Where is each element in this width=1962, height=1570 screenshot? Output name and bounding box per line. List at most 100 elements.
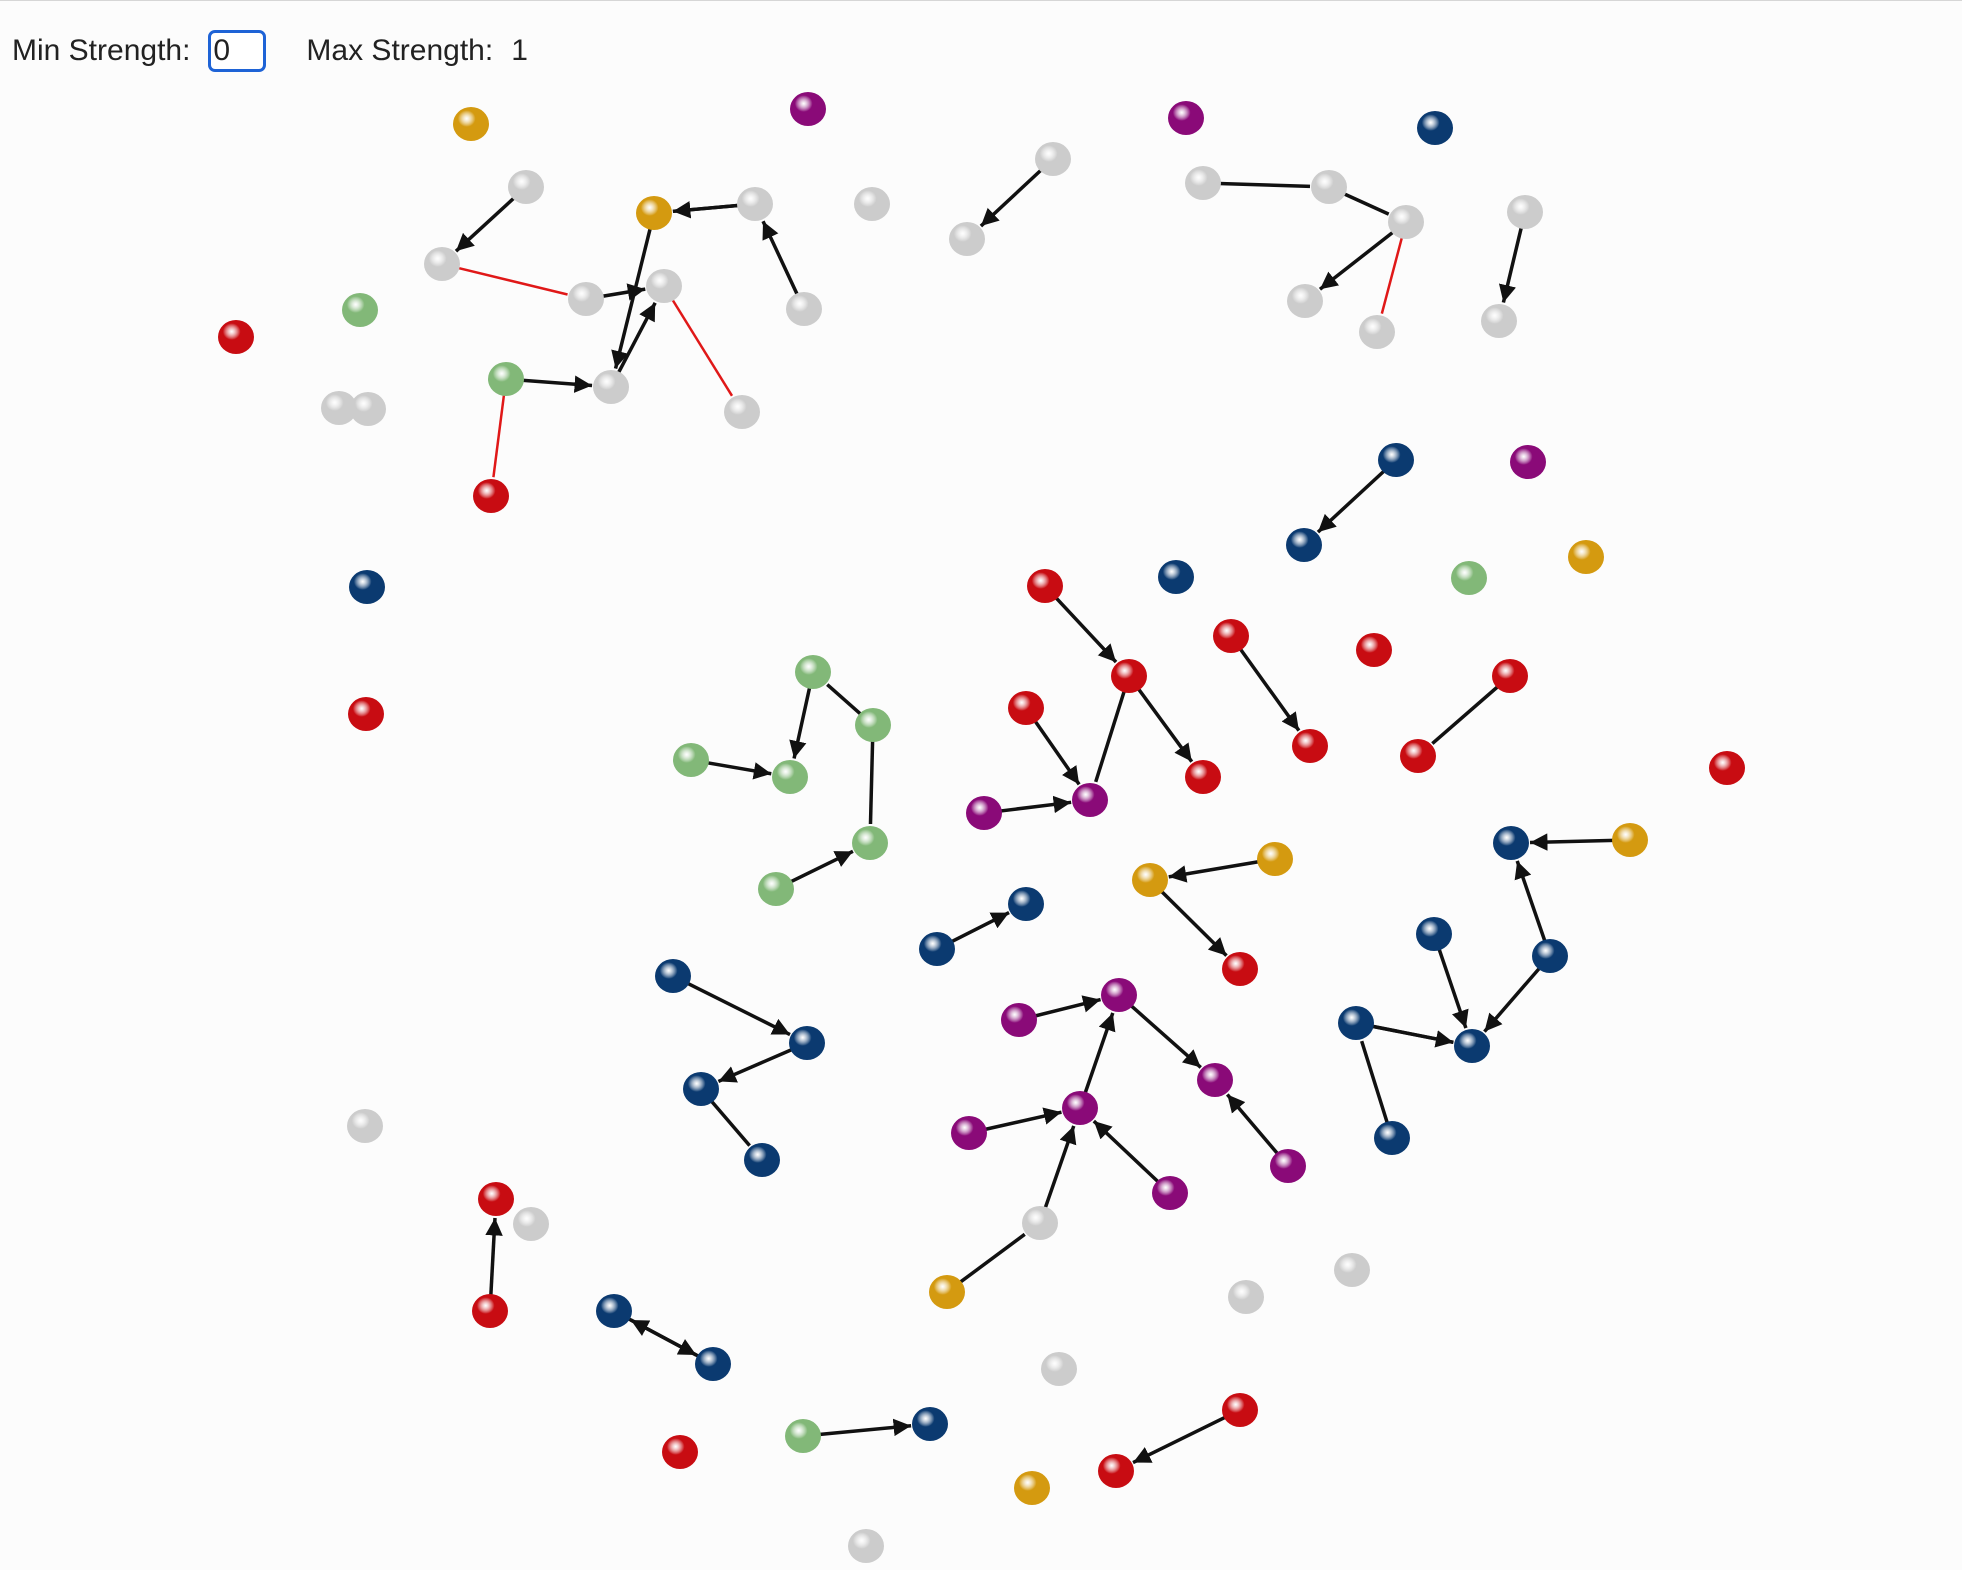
graph-node-purple[interactable]: [1197, 1063, 1233, 1097]
graph-node-red[interactable]: [1400, 739, 1436, 773]
graph-node-orange[interactable]: [1257, 842, 1293, 876]
graph-node-green[interactable]: [673, 743, 709, 777]
graph-node-navy[interactable]: [912, 1407, 948, 1441]
graph-node-navy[interactable]: [1416, 917, 1452, 951]
graph-node-navy[interactable]: [655, 959, 691, 993]
graph-node-green[interactable]: [342, 293, 378, 327]
graph-node-gray[interactable]: [1022, 1206, 1058, 1240]
graph-node-orange[interactable]: [636, 196, 672, 230]
min-strength-input[interactable]: [208, 30, 267, 72]
graph-node-green[interactable]: [488, 362, 524, 396]
graph-node-gray[interactable]: [508, 170, 544, 204]
graph-node-navy[interactable]: [695, 1347, 731, 1381]
graph-node-green[interactable]: [758, 872, 794, 906]
graph-node-gray[interactable]: [737, 187, 773, 221]
graph-node-gray[interactable]: [593, 370, 629, 404]
graph-node-red[interactable]: [1027, 569, 1063, 603]
graph-node-gray[interactable]: [1035, 142, 1071, 176]
graph-node-gray[interactable]: [1228, 1280, 1264, 1314]
graph-node-green[interactable]: [852, 826, 888, 860]
graph-node-navy[interactable]: [1493, 826, 1529, 860]
graph-node-orange[interactable]: [929, 1275, 965, 1309]
graph-node-red[interactable]: [348, 697, 384, 731]
graph-node-green[interactable]: [1451, 561, 1487, 595]
graph-node-red[interactable]: [1222, 952, 1258, 986]
graph-node-purple[interactable]: [966, 796, 1002, 830]
graph-node-gray[interactable]: [1185, 166, 1221, 200]
graph-node-gray[interactable]: [1334, 1253, 1370, 1287]
graph-node-navy[interactable]: [1454, 1029, 1490, 1063]
graph-node-red[interactable]: [662, 1435, 698, 1469]
graph-node-green[interactable]: [772, 760, 808, 794]
graph-node-gray[interactable]: [568, 282, 604, 316]
graph-node-navy[interactable]: [789, 1026, 825, 1060]
graph-node-purple[interactable]: [1270, 1149, 1306, 1183]
graph-node-gray[interactable]: [513, 1207, 549, 1241]
graph-node-purple[interactable]: [1510, 445, 1546, 479]
graph-node-gray[interactable]: [350, 392, 386, 426]
graph-node-green[interactable]: [855, 708, 891, 742]
graph-node-navy[interactable]: [1286, 528, 1322, 562]
graph-node-red[interactable]: [473, 479, 509, 513]
graph-node-navy[interactable]: [349, 570, 385, 604]
graph-node-navy[interactable]: [1532, 939, 1568, 973]
graph-node-red[interactable]: [478, 1182, 514, 1216]
graph-node-navy[interactable]: [683, 1072, 719, 1106]
graph-node-purple[interactable]: [1072, 783, 1108, 817]
top-border: [0, 0, 1962, 1]
graph-node-gray[interactable]: [321, 391, 357, 425]
graph-node-red[interactable]: [1213, 619, 1249, 653]
graph-node-gray[interactable]: [854, 187, 890, 221]
graph-node-navy[interactable]: [1417, 111, 1453, 145]
graph-node-orange[interactable]: [1612, 823, 1648, 857]
graph-node-red[interactable]: [1008, 691, 1044, 725]
graph-node-green[interactable]: [785, 1419, 821, 1453]
graph-node-purple[interactable]: [1062, 1091, 1098, 1125]
graph-node-purple[interactable]: [951, 1116, 987, 1150]
graph-edge: [1129, 1004, 1202, 1069]
graph-node-orange[interactable]: [1568, 540, 1604, 574]
graph-node-green[interactable]: [795, 655, 831, 689]
graph-node-red[interactable]: [1185, 760, 1221, 794]
graph-node-gray[interactable]: [1287, 284, 1323, 318]
graph-node-navy[interactable]: [1008, 887, 1044, 921]
graph-node-navy[interactable]: [919, 932, 955, 966]
graph-node-gray[interactable]: [424, 247, 460, 281]
graph-node-gray[interactable]: [724, 395, 760, 429]
graph-node-gray[interactable]: [1507, 195, 1543, 229]
graph-node-purple[interactable]: [1101, 978, 1137, 1012]
graph-node-navy[interactable]: [1338, 1006, 1374, 1040]
graph-node-red[interactable]: [1492, 659, 1528, 693]
graph-node-orange[interactable]: [1014, 1471, 1050, 1505]
graph-node-purple[interactable]: [1168, 101, 1204, 135]
graph-node-navy[interactable]: [1374, 1121, 1410, 1155]
graph-node-purple[interactable]: [1001, 1003, 1037, 1037]
graph-node-purple[interactable]: [790, 92, 826, 126]
graph-node-navy[interactable]: [1378, 443, 1414, 477]
graph-node-gray[interactable]: [786, 292, 822, 326]
graph-node-gray[interactable]: [1041, 1352, 1077, 1386]
graph-node-gray[interactable]: [1481, 304, 1517, 338]
graph-node-red[interactable]: [1098, 1454, 1134, 1488]
graph-node-orange[interactable]: [1132, 863, 1168, 897]
graph-node-navy[interactable]: [1158, 560, 1194, 594]
graph-node-red[interactable]: [1356, 633, 1392, 667]
graph-node-gray[interactable]: [949, 222, 985, 256]
graph-node-red[interactable]: [218, 320, 254, 354]
graph-node-red[interactable]: [1292, 729, 1328, 763]
graph-node-red[interactable]: [1222, 1393, 1258, 1427]
graph-node-gray[interactable]: [1311, 170, 1347, 204]
graph-node-gray[interactable]: [848, 1529, 884, 1563]
graph-node-orange[interactable]: [453, 107, 489, 141]
graph-node-gray[interactable]: [347, 1109, 383, 1143]
graph-node-purple[interactable]: [1152, 1176, 1188, 1210]
graph-node-gray[interactable]: [1359, 315, 1395, 349]
graph-node-navy[interactable]: [596, 1294, 632, 1328]
graph-node-red[interactable]: [1111, 659, 1147, 693]
graph-node-gray[interactable]: [646, 269, 682, 303]
graph-node-gray[interactable]: [1388, 205, 1424, 239]
graph-node-red[interactable]: [472, 1294, 508, 1328]
graph-node-navy[interactable]: [744, 1143, 780, 1177]
graph-node-red[interactable]: [1709, 751, 1745, 785]
